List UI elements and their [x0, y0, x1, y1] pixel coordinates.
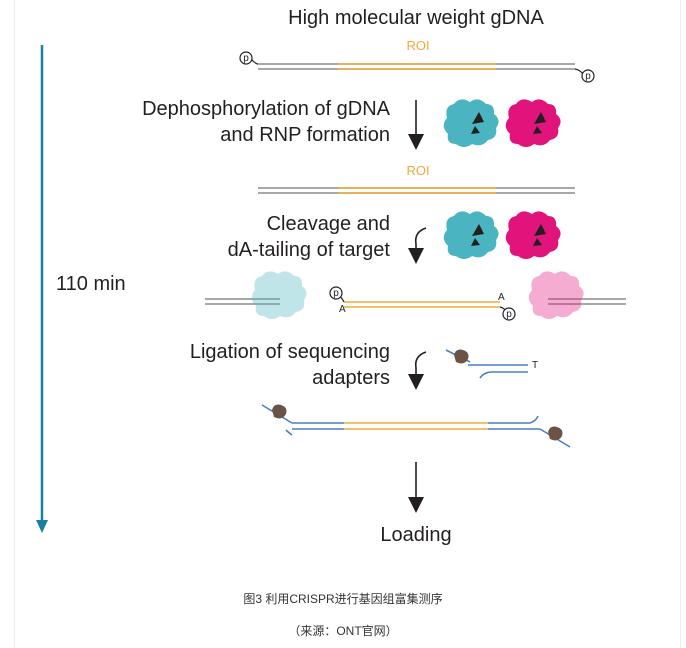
svg-text:p: p	[333, 288, 339, 299]
figure-caption: 图3 利用CRISPR进行基因组富集测序	[243, 592, 443, 606]
target-fragment	[339, 295, 507, 312]
step3-label-line1: Ligation of sequencing	[190, 341, 390, 363]
rnp-magenta-faded-icon	[528, 271, 584, 319]
diagram-title: High molecular weight gDNA	[288, 7, 544, 29]
svg-text:p: p	[506, 309, 512, 320]
da-tail-right: A	[498, 292, 505, 303]
loading-label: Loading	[380, 524, 451, 546]
da-tail-left: A	[339, 304, 346, 315]
rnp-teal-faded-icon	[251, 271, 307, 319]
step2-label-line2: dA-tailing of target	[228, 239, 391, 261]
cleaved-right-fragment	[548, 298, 626, 305]
step1-label-line1: Dephosphorylation of gDNA	[142, 98, 391, 120]
step2-label-line1: Cleavage and	[267, 213, 390, 235]
t-overhang: T	[532, 360, 538, 371]
gdna-strand-2	[258, 187, 575, 194]
step2-arrow	[408, 227, 427, 264]
ligated-target	[261, 404, 571, 448]
motor-protein-left-icon	[272, 404, 287, 419]
roi-label-1: ROI	[406, 38, 429, 53]
svg-text:p: p	[243, 53, 249, 64]
rnp-magenta-icon-2	[505, 211, 561, 259]
cleaved-left-fragment	[205, 298, 280, 305]
phosphate-icon-right-3: p	[502, 307, 516, 321]
step1-label-line2: and RNP formation	[220, 124, 390, 146]
step3-label-line2: adapters	[312, 367, 390, 389]
phosphate-icon-left-3: p	[329, 286, 343, 300]
rnp-teal-icon-2	[443, 211, 499, 259]
phosphate-icon-left-1: p	[239, 51, 253, 65]
frame-border-right	[680, 0, 681, 648]
gdna-strand-1	[251, 59, 584, 75]
time-label: 110 min	[56, 273, 126, 295]
motor-protein-right-icon	[548, 426, 563, 441]
timeline-arrow	[36, 45, 48, 533]
rnp-teal-icon-1	[443, 99, 499, 147]
source-caption: （来源：ONT官网）	[288, 624, 398, 638]
roi-label-2: ROI	[406, 163, 429, 178]
frame-border-left	[14, 0, 15, 648]
phosphate-icon-right-1: p	[581, 69, 595, 83]
step3-arrow	[408, 351, 427, 390]
svg-text:p: p	[585, 71, 591, 82]
sequencing-adapter-icon	[445, 349, 528, 379]
rnp-magenta-icon-1	[505, 99, 561, 147]
